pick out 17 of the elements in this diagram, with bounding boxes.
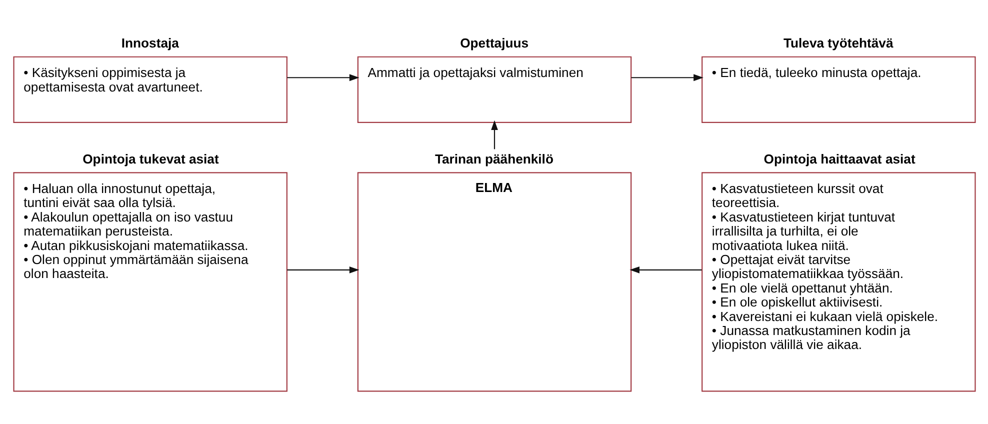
node-box: • Kasvatustieteen kurssit ovat teoreettisia. • Kasvatustieteen kirjat tuntuvat irrallisilta ja turhilta, ei ole motivaatiota lukea niitä. • Opettajat eivät tarvitse yliopistomatematiikkaa työssään. • En ole vielä opettanut yhtään. • En ole opiskellut aktiivisesti. • Kavereistani ei kukaan vielä opiskele. • Junassa matkustaminen kodin ja yliopiston välillä vie aikaa.: [701, 172, 976, 392]
node-label: Opettajuus: [460, 36, 528, 51]
node-box: • En tiedä, tuleeko minusta opettaja.: [701, 56, 976, 123]
node-label: Opintoja tukevat asiat: [82, 151, 218, 166]
node-label: Tuleva työtehtävä: [782, 36, 893, 51]
node-box: Ammatti ja opettajaksi valmistuminen: [356, 56, 632, 123]
node-box: • Haluan olla innostunut opettaja, tuntini eivät saa olla tylsiä. • Alakoulun opettajalla on iso vastuu matematiikan perusteista. • Autan pikkusiskojani matematiikassa. • Olen oppinut ymmärtämään sijaisena olon haasteita.: [12, 172, 287, 392]
node-label: Tarinan päähenkilö: [434, 151, 553, 166]
node-label: Opintoja haittaavat asiat: [763, 151, 915, 166]
arrow: [629, 266, 702, 274]
arrow: [490, 120, 498, 150]
arrow: [286, 74, 359, 82]
node-label: Innostaja: [120, 36, 178, 51]
node-box: ELMA: [356, 172, 632, 392]
arrow: [630, 74, 703, 82]
node-box: • Käsitykseni oppimisesta ja opettamisesta ovat avartuneet.: [12, 56, 287, 123]
arrow: [286, 266, 359, 274]
